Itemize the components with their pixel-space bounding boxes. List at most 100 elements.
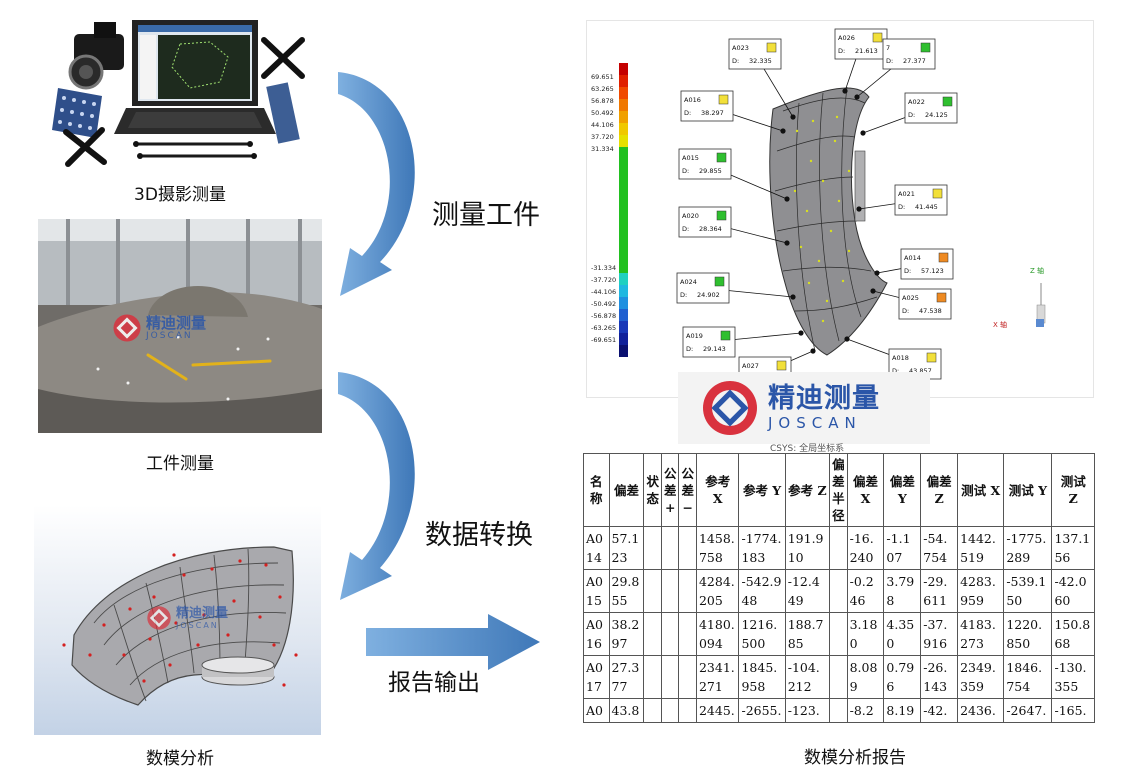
table-cell	[829, 569, 848, 613]
callout-d-value: 41.445	[915, 203, 938, 211]
svg-text:X 轴: X 轴	[993, 320, 1007, 329]
table-cell: 1845.958	[738, 655, 786, 699]
callout-d-value: 29.855	[699, 167, 722, 175]
table-cell: A015	[583, 569, 610, 613]
table-cell: 4283.959	[957, 569, 1005, 613]
caption-cad-analysis: 数模分析	[146, 749, 214, 769]
table-header-cell: 状态	[643, 453, 662, 527]
table-cell: -16.240	[846, 526, 885, 570]
status-swatch	[926, 352, 937, 363]
logo-text-cn: 精迪测量	[768, 383, 880, 414]
callout-id: A019	[686, 332, 703, 340]
table-cell	[829, 526, 848, 570]
legend-value: 69.651	[591, 73, 614, 81]
status-swatch	[720, 330, 731, 341]
status-swatch	[872, 32, 883, 43]
deviation-part-surface	[769, 87, 888, 356]
table-cell: -54.754	[920, 526, 959, 570]
status-swatch	[716, 210, 727, 221]
legend-value: -44.106	[591, 288, 616, 296]
table-cell: 27.377	[608, 655, 645, 699]
table-header-cell: 偏差半径	[829, 453, 848, 527]
table-cell: 3.798	[883, 569, 922, 613]
table-header-cell: 公差 −	[678, 453, 697, 527]
caption-analysis-report: 数模分析报告	[804, 748, 906, 768]
table-cell: -2655.	[738, 698, 786, 723]
callout-d-value: 43.857	[909, 367, 932, 375]
scale-plate	[266, 82, 300, 144]
table-cell: -37.916	[920, 612, 959, 656]
step-label-convert: 数据转换	[425, 520, 533, 551]
watermark-logo: 精迪测量 JOSCAN	[112, 313, 206, 343]
scale-bars	[136, 142, 254, 158]
cross-scale-bar-left	[63, 127, 107, 167]
table-cell	[829, 612, 848, 656]
callout-d-label: D:	[886, 57, 893, 65]
legend-value: -37.720	[591, 276, 616, 284]
table-header-cell: 公差 +	[660, 453, 680, 527]
table-cell: -165.	[1051, 698, 1095, 723]
callout-d-value: 57.123	[921, 267, 944, 275]
table-cell: -1.107	[883, 526, 922, 570]
callout-d-label: D:	[892, 367, 899, 375]
callout-d-label: D:	[898, 203, 905, 211]
table-cell: 2436.	[957, 698, 1005, 723]
table-cell: A016	[583, 612, 610, 656]
callout-id: A021	[898, 190, 915, 198]
legend-value: 63.265	[591, 85, 614, 93]
table-cell	[643, 698, 662, 723]
step-label-output: 报告输出	[388, 670, 480, 696]
callout-id: A015	[682, 154, 699, 162]
table-cell: 4180.094	[695, 612, 740, 656]
table-cell: 1216.500	[738, 612, 786, 656]
callout-id: A018	[892, 354, 909, 362]
caption-workpiece-measurement: 工件测量	[146, 454, 214, 474]
table-cell: 8.089	[846, 655, 885, 699]
table-cell: 1846.754	[1003, 655, 1053, 699]
color-scale-bar	[619, 63, 628, 357]
step-label-measure: 测量工件	[432, 200, 540, 231]
table-header-cell: 偏差 X	[846, 453, 885, 527]
table-cell	[660, 569, 680, 613]
table-cell: -1774.183	[738, 526, 786, 570]
status-swatch	[936, 292, 947, 303]
callout-d-value: 38.297	[701, 109, 724, 117]
table-cell: 3.180	[846, 612, 885, 656]
status-swatch	[766, 42, 777, 53]
table-header-cell: 测试 Y	[1003, 453, 1053, 527]
callout-id: 7	[886, 44, 890, 52]
table-cell: 1458.758	[695, 526, 740, 570]
callout-d-value: 24.902	[697, 291, 720, 299]
callout-d-value: 47.538	[919, 307, 942, 315]
table-cell: A017	[583, 655, 610, 699]
workpiece-shape	[38, 291, 322, 433]
table-cell	[643, 569, 662, 613]
table-cell	[643, 655, 662, 699]
status-swatch	[716, 152, 727, 163]
callout-d-label: D:	[838, 47, 845, 55]
straight-arrow	[366, 614, 540, 670]
curved-arrow-2	[338, 372, 415, 600]
table-cell	[678, 698, 697, 723]
logo-text-en: JOSCAN	[768, 414, 862, 432]
curved-arrow-1	[338, 72, 415, 296]
table-cell	[678, 612, 697, 656]
table-cell: 38.297	[608, 612, 645, 656]
table-cell: -539.150	[1003, 569, 1053, 613]
status-swatch	[718, 94, 729, 105]
table-cell	[660, 655, 680, 699]
table-cell: -26.143	[920, 655, 959, 699]
callout-d-label: D:	[686, 345, 693, 353]
table-cell: 1442.519	[957, 526, 1005, 570]
status-swatch	[938, 252, 949, 263]
table-header-cell: 偏差 Z	[920, 453, 959, 527]
table-cell: -104.212	[784, 655, 831, 699]
csys-label: CSYS: 全局坐标系	[770, 444, 845, 454]
table-cell: 1220.850	[1003, 612, 1053, 656]
